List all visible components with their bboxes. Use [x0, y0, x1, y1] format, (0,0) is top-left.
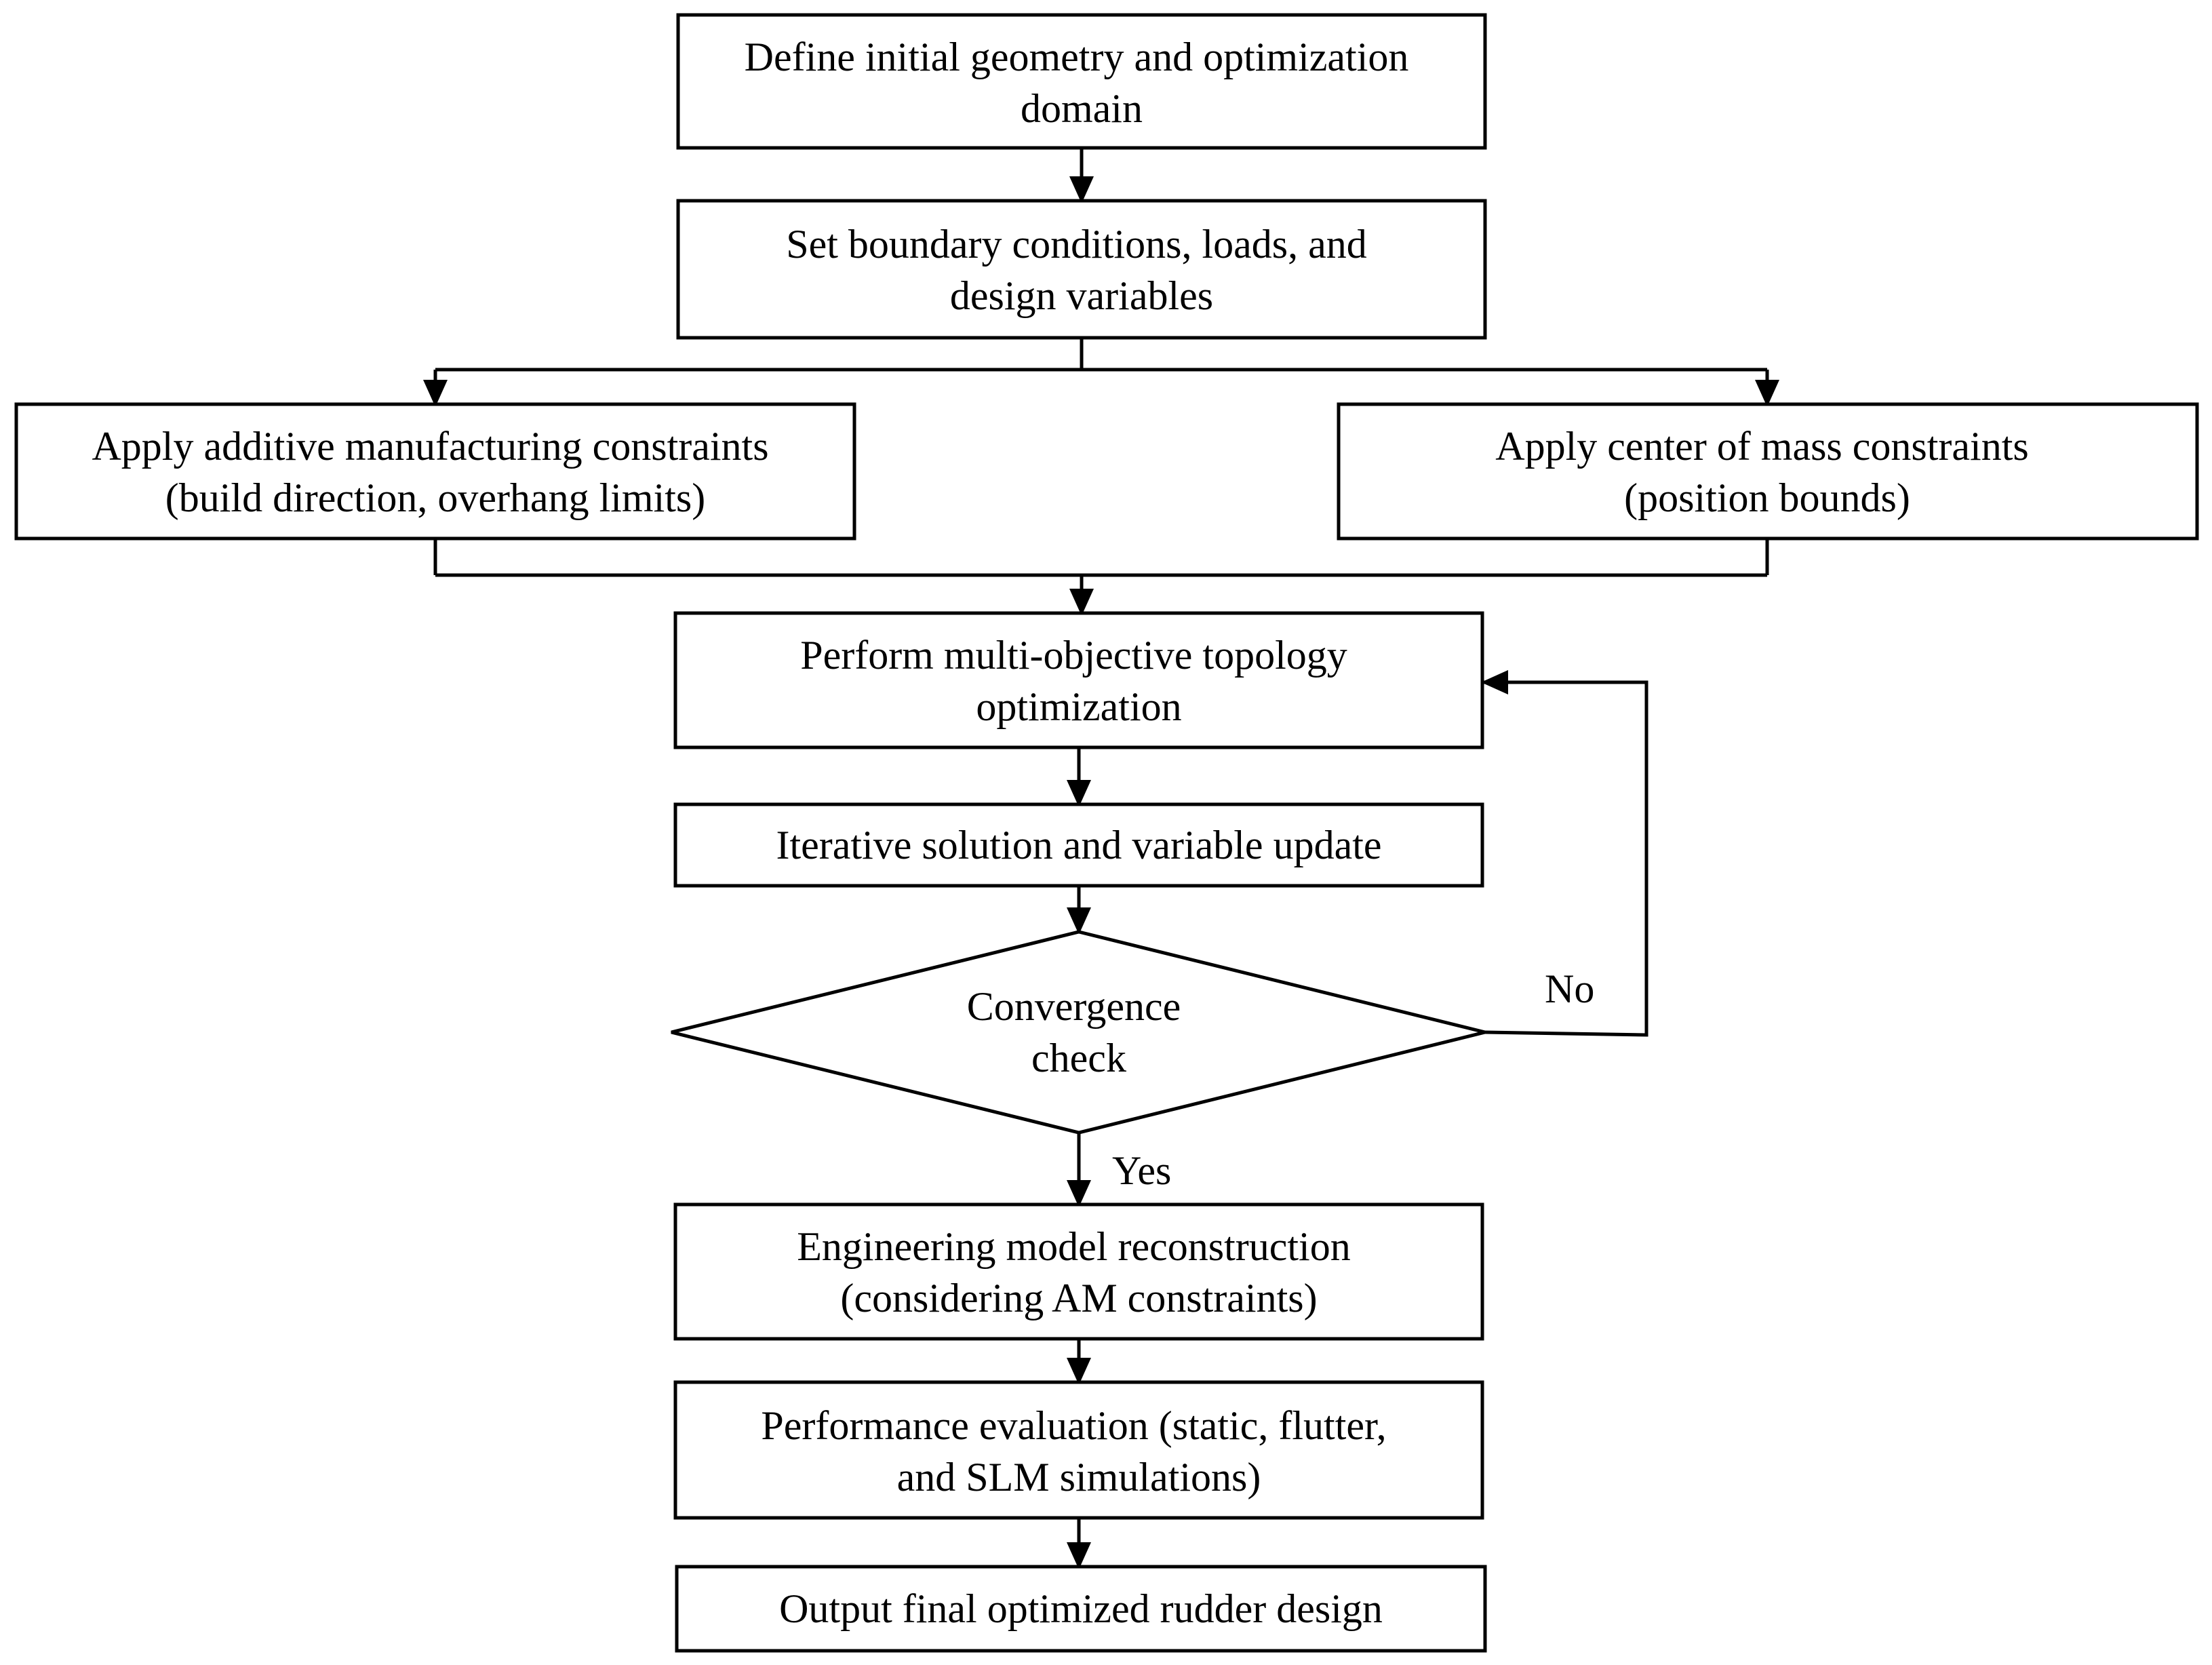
boundary-conditions-line-2: design variables [950, 273, 1213, 318]
topology-optimization-node: Perform multi-objective topology optimiz… [673, 611, 1484, 749]
svg-text:Engineering model reconstructi: Engineering model reconstruction (consid… [797, 1224, 1360, 1320]
svg-text:Set boundary conditions, loads: Set boundary conditions, loads, and desi… [786, 222, 1377, 318]
svg-text:Output final optimized rudder: Output final optimized rudder design [779, 1586, 1383, 1631]
final-output-box [675, 1565, 1487, 1653]
am-constraints-line-2: (build direction, overhang limits) [165, 475, 706, 520]
model-reconstruction-box [673, 1202, 1484, 1341]
model-reconstruction-node: Engineering model reconstruction (consid… [673, 1202, 1484, 1341]
convergence-check-node: Convergence check [671, 930, 1486, 1135]
svg-text:Convergence check: Convergence check [967, 984, 1191, 1080]
topology-optimization-line-1: Perform multi-objective topology [800, 633, 1347, 678]
yes-label: Yes [1112, 1148, 1171, 1193]
boundary-conditions-node: Set boundary conditions, loads, and desi… [676, 199, 1487, 340]
no-label: No [1545, 966, 1594, 1011]
define-geometry-line-1: Define initial geometry and optimization [745, 35, 1409, 79]
performance-evaluation-box [673, 1380, 1484, 1520]
topology-optimization-box [673, 611, 1484, 749]
performance-evaluation-line-1: Performance evaluation (static, flutter, [761, 1403, 1386, 1448]
com-constraints-box [1337, 402, 2199, 541]
am-constraints-line-1: Apply additive manufacturing constraints [92, 424, 768, 469]
svg-text:Iterative solution and variabl: Iterative solution and variable update [776, 823, 1382, 867]
define-geometry-line-2: domain [1021, 86, 1143, 131]
topology-optimization-line-2: optimization [976, 684, 1181, 729]
performance-evaluation-line-2: and SLM simulations) [897, 1455, 1261, 1500]
convergence-check-line-2: check [1031, 1036, 1126, 1080]
convergence-check-line-1: Convergence [967, 984, 1181, 1029]
iterative-update-line-1: Iterative solution and variable update [776, 823, 1382, 867]
boundary-conditions-box [676, 199, 1487, 340]
com-constraints-line-2: (position bounds) [1624, 475, 1910, 520]
model-reconstruction-line-2: (considering AM constraints) [840, 1276, 1317, 1320]
svg-text:Perform multi-objective topolo: Perform multi-objective topology optimiz… [800, 633, 1358, 729]
performance-evaluation-node: Performance evaluation (static, flutter,… [673, 1380, 1484, 1520]
svg-text:Apply additive manufacturing c: Apply additive manufacturing constraints… [92, 424, 778, 520]
define-geometry-node: Define initial geometry and optimization… [676, 13, 1487, 150]
final-output-node: Output final optimized rudder design [675, 1565, 1487, 1653]
final-output-line-1: Output final optimized rudder design [779, 1586, 1383, 1631]
iterative-update-node: Iterative solution and variable update [673, 802, 1484, 888]
svg-text:Apply center of mass constrain: Apply center of mass constraints (positi… [1495, 424, 2038, 520]
model-reconstruction-line-1: Engineering model reconstruction [797, 1224, 1350, 1269]
iterative-update-box [673, 802, 1484, 888]
com-constraints-node: Apply center of mass constraints (positi… [1337, 402, 2199, 541]
svg-text:Performance evaluation (static: Performance evaluation (static, flutter,… [761, 1403, 1396, 1500]
define-geometry-box [676, 13, 1487, 150]
no-feedback-loop [1481, 670, 1648, 1037]
convergence-check-diamond [671, 930, 1486, 1135]
am-constraints-box [14, 402, 856, 541]
com-constraints-line-1: Apply center of mass constraints [1495, 424, 2028, 469]
am-constraints-node: Apply additive manufacturing constraints… [14, 402, 856, 541]
boundary-conditions-line-1: Set boundary conditions, loads, and [786, 222, 1367, 267]
svg-text:Define initial geometry and op: Define initial geometry and optimization… [745, 35, 1419, 131]
